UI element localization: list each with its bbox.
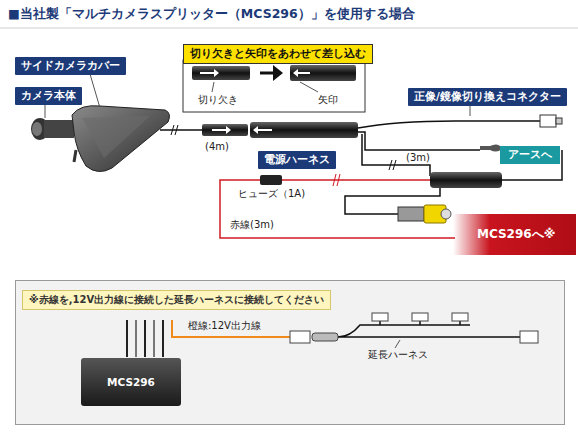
dimension: (3m) — [404, 152, 432, 163]
wire-name: 橙線:12V出力線 — [186, 319, 263, 333]
part-label: サイドカメラカバー — [15, 57, 126, 75]
dimension: (4m) — [203, 141, 231, 152]
page-title: ■当社製「マルチカメラスプリッター（MCS296）」を使用する場合 — [8, 6, 415, 23]
node-text: サイドカメラカバー — [21, 59, 120, 71]
device-box: MCS296 — [81, 358, 181, 406]
part-name: 切り欠き — [196, 93, 240, 107]
node-text: ※赤線を,12V出力線に接続した延長ハーネスに接続してください — [22, 290, 331, 310]
note-panel: ※赤線を,12V出力線に接続した延長ハーネスに接続してください MCS296 — [15, 280, 565, 425]
node-text: カメラ本体 — [21, 89, 76, 101]
ground-tag: アースへ — [500, 146, 560, 164]
part-label: 電源ハーネス — [258, 151, 336, 169]
wire-name: 赤線(3m) — [228, 218, 276, 232]
part-name: ヒューズ（1A) — [236, 187, 307, 201]
node-text: MCS296 — [107, 376, 155, 388]
node-text: 正像/鏡像切り換えコネクター — [414, 90, 561, 102]
part-name: 延長ハーネス — [366, 348, 430, 362]
destination-band: MCS296へ※ — [453, 214, 576, 255]
node-text: 電源ハーネス — [264, 153, 330, 165]
instruction-box: 切り欠きと矢印をあわせて差し込む — [183, 44, 373, 64]
node-text: 切り欠きと矢印をあわせて差し込む — [190, 47, 366, 59]
node-text: アースへ — [508, 148, 552, 160]
part-label: カメラ本体 — [15, 87, 82, 105]
part-name: 矢印 — [316, 93, 340, 107]
node-text: MCS296へ※ — [477, 227, 555, 241]
part-label: 正像/鏡像切り換えコネクター — [408, 88, 567, 106]
